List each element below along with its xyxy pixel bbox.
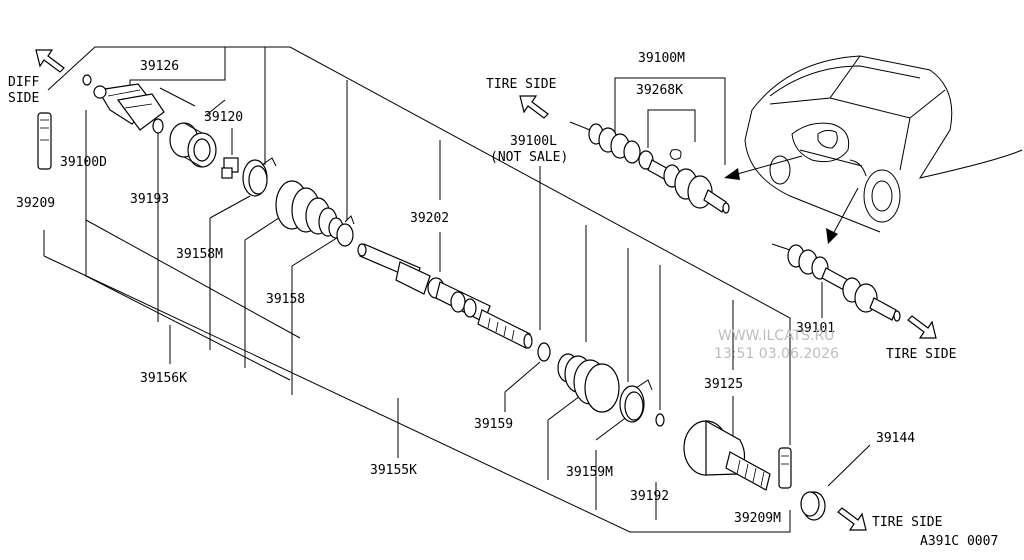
label-tire-side-right: TIRE SIDE (886, 347, 956, 362)
part-cap-39144 (800, 491, 826, 521)
part-shaft-assembly-39101 (771, 243, 901, 322)
label-tire-side-top: TIRE SIDE (486, 77, 556, 92)
part-nut-small (221, 157, 239, 179)
part-circlip-39192 (655, 413, 665, 427)
label-39193: 39193 (130, 192, 169, 207)
label-39101: 39101 (796, 321, 835, 336)
car-illustration (744, 55, 1023, 233)
part-circlip-39193 (152, 118, 164, 134)
label-39192: 39192 (630, 489, 669, 504)
part-shaft-assembly-39100m (569, 121, 730, 214)
part-bolt-39209 (37, 112, 52, 170)
label-39100d: 39100D (60, 155, 107, 170)
label-39158: 39158 (266, 292, 305, 307)
label-tire-side-bottom: TIRE SIDE (872, 515, 942, 530)
label-39209: 39209 (16, 196, 55, 211)
part-housing-39120 (169, 122, 217, 168)
label-39120: 39120 (204, 110, 243, 125)
part-labels: 39126 39120 39100D 39209 39193 39158M 39… (16, 51, 915, 526)
label-39156k: 39156K (140, 371, 187, 386)
label-39155k: 39155K (370, 463, 417, 478)
part-bolt-39209m (778, 447, 792, 489)
label-39158m: 39158M (176, 247, 223, 262)
part-band-39159m (619, 379, 653, 423)
label-39209m: 39209M (734, 511, 781, 526)
label-39125: 39125 (704, 377, 743, 392)
part-snap-ring-small (82, 74, 92, 86)
part-boot-inner (275, 180, 344, 239)
label-39126: 39126 (140, 59, 179, 74)
watermark: WWW.ILCATS.RU 13:51 03.06.2026 (714, 328, 839, 362)
direction-labels: DIFF SIDE TIRE SIDE TIRE SIDE TIRE SIDE (8, 75, 956, 530)
label-39268k: 39268K (636, 83, 683, 98)
diagram-code: A391C 0007 (920, 534, 998, 549)
arrow-icons (35, 49, 937, 531)
label-39144: 39144 (876, 431, 915, 446)
part-spider-39126 (93, 83, 165, 131)
label-39202: 39202 (410, 211, 449, 226)
label-39100l-note: (NOT SALE) (490, 150, 568, 165)
label-diff-side-line2: SIDE (8, 91, 39, 106)
label-39100l: 39100L (510, 134, 557, 149)
part-shaft-39202 (357, 243, 533, 349)
part-band-39158m (242, 157, 277, 197)
watermark-line2: 13:51 03.06.2026 (714, 346, 839, 362)
label-39100m: 39100M (638, 51, 685, 66)
part-boot-outer (557, 353, 620, 413)
part-circlip-39159 (537, 342, 551, 362)
watermark-line1: WWW.ILCATS.RU (718, 328, 834, 344)
part-outer-joint-39125 (683, 419, 771, 491)
label-39159: 39159 (474, 417, 513, 432)
label-diff-side-line1: DIFF (8, 75, 39, 90)
part-band-39158 (336, 215, 355, 247)
label-39159m: 39159M (566, 465, 613, 480)
